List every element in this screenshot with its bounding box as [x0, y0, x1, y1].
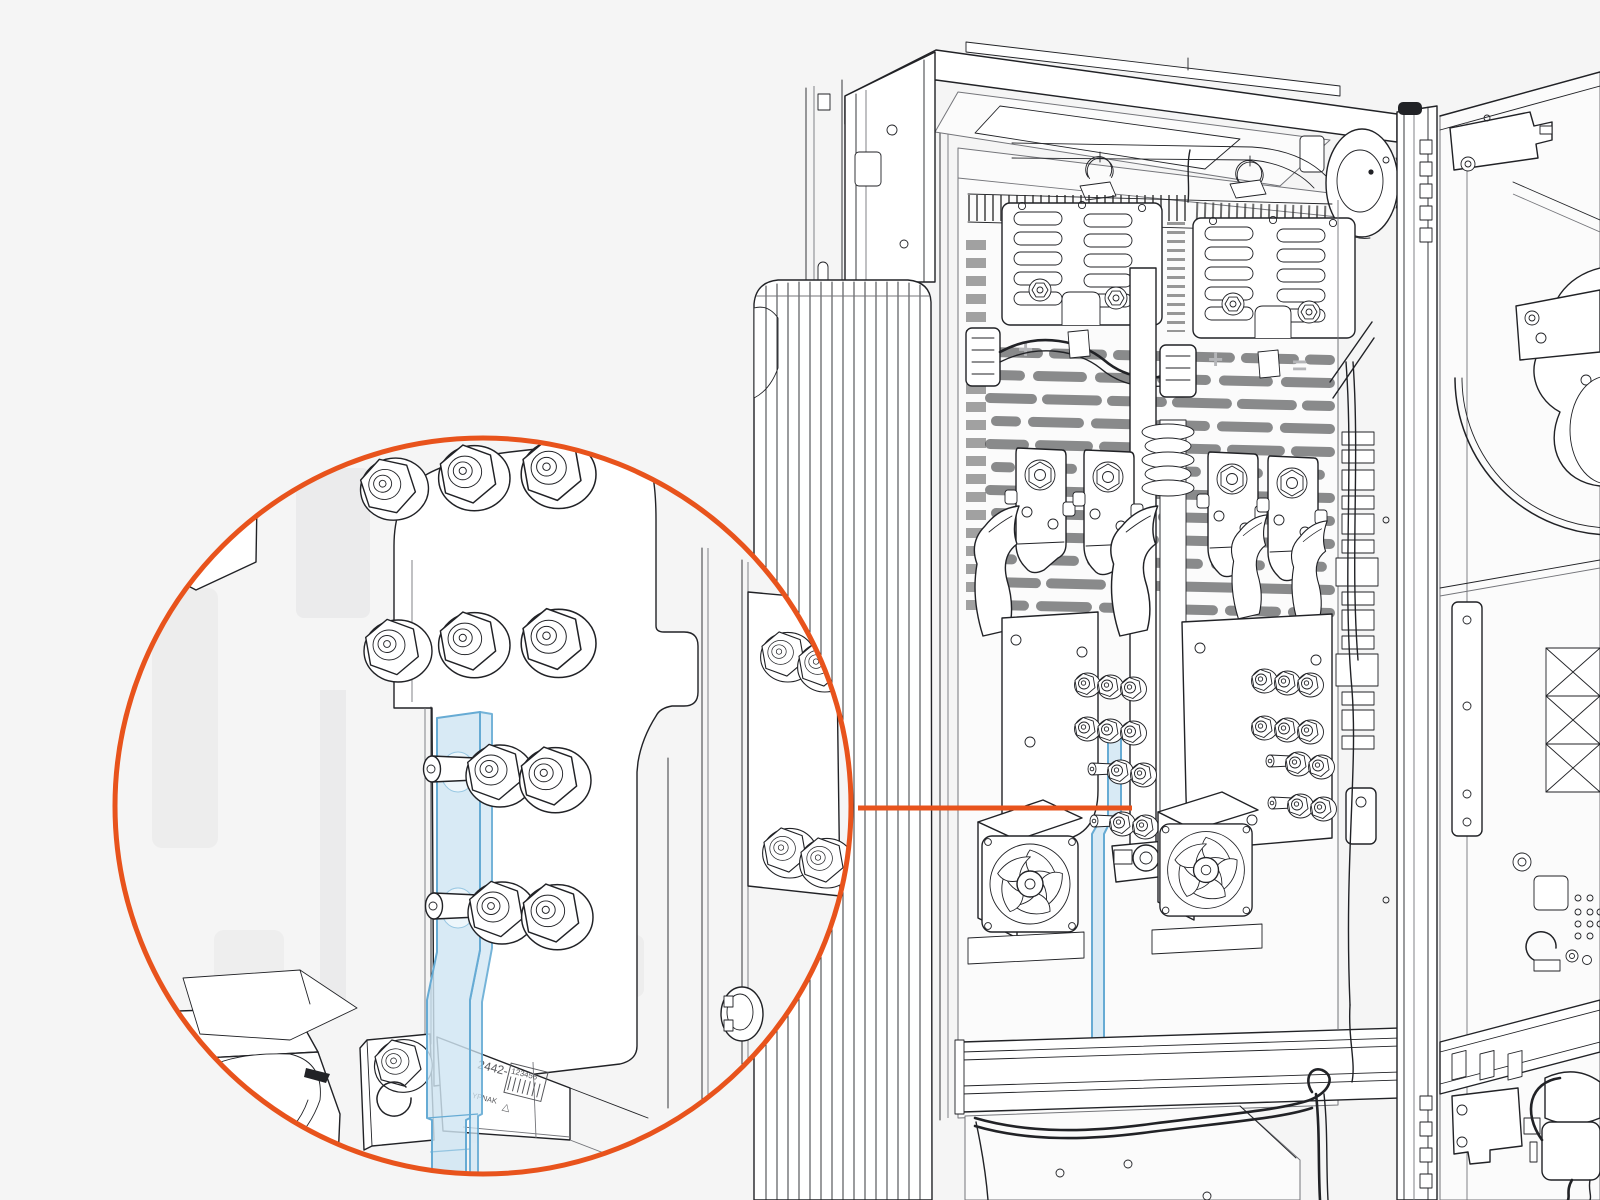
recycle-triangle-icon: △	[501, 1101, 511, 1114]
blower-duct	[1011, 128, 1401, 239]
detail-nut-row-2	[363, 607, 597, 683]
vent-hole-grid	[1574, 894, 1600, 940]
door-fan	[1454, 267, 1600, 536]
door-mid-plate	[1451, 601, 1483, 837]
cabinet: + + =	[753, 41, 1401, 1200]
latch-bracket	[1345, 787, 1377, 845]
cooling-fan-left	[981, 835, 1079, 933]
barcode-icon: 123456	[503, 1062, 549, 1103]
wire-harness	[965, 327, 1281, 398]
detail-hinge-stack	[667, 547, 851, 1172]
door	[1396, 71, 1600, 1200]
door-bottom-latch	[1451, 1087, 1541, 1165]
cooling-fan-right	[1159, 823, 1253, 917]
door-mid-hardware	[1512, 852, 1600, 972]
p-clamp	[1525, 931, 1557, 961]
equals-symbol: =	[1292, 350, 1307, 380]
cable-clamp-right	[1229, 179, 1267, 199]
ceiling-wire	[1187, 149, 1191, 203]
detail-pull-ring	[376, 1081, 412, 1117]
door-shelf-edge	[1439, 559, 1600, 589]
plus-symbol-right: +	[1208, 344, 1223, 374]
detail-panel-scraps	[182, 969, 358, 1041]
door-actuator	[1529, 1071, 1600, 1200]
module-cover-left	[1001, 200, 1163, 326]
fan-motor-bracket	[1515, 289, 1600, 361]
bottom-cable-loop	[973, 1068, 1331, 1200]
fan-plinth-left	[967, 931, 1085, 965]
hinge-post	[1396, 102, 1438, 1200]
plus-symbol-left: +	[1018, 334, 1033, 364]
door-divider-band	[1439, 999, 1600, 1095]
fan-plinth-right	[1151, 923, 1263, 955]
left-frame-post	[844, 51, 936, 283]
bottom-rail	[954, 1027, 1401, 1115]
detail-mid-bracket	[359, 1033, 436, 1151]
terminal-strip-right	[1329, 156, 1390, 1083]
door-top-latch	[1449, 111, 1553, 172]
door-heat-exchanger-grille	[1545, 647, 1600, 793]
module-cover-right	[1192, 215, 1356, 339]
callout-ring	[112, 435, 854, 1177]
